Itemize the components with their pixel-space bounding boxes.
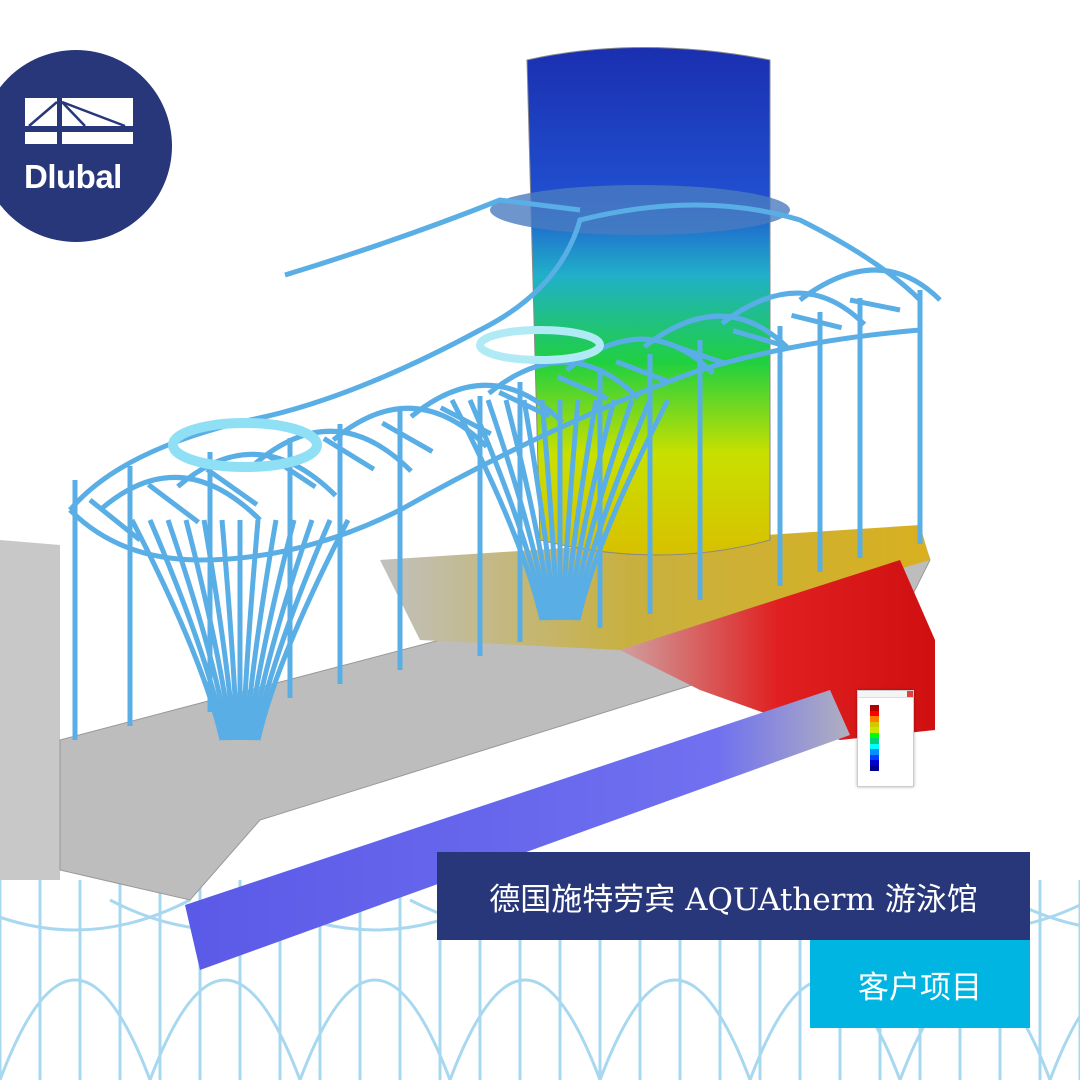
color-swatch bbox=[870, 721, 879, 727]
color-swatch bbox=[870, 727, 879, 733]
project-tag: 客户项目 bbox=[810, 940, 1030, 1028]
color-swatch bbox=[870, 732, 879, 738]
color-swatch bbox=[870, 765, 879, 771]
steel-member bbox=[615, 359, 668, 384]
steel-member bbox=[790, 312, 843, 331]
steel-member bbox=[183, 519, 234, 741]
color-swatch bbox=[870, 760, 879, 766]
steel-member bbox=[148, 978, 302, 1080]
steel-member bbox=[243, 519, 279, 741]
steel-member bbox=[521, 399, 557, 621]
color-swatch bbox=[870, 738, 879, 744]
steel-member bbox=[569, 399, 635, 621]
steel-member bbox=[503, 399, 554, 621]
steel-member bbox=[146, 482, 200, 525]
steel-member bbox=[129, 518, 225, 741]
title-text: 德国施特劳宾 AQUAtherm 游泳馆 bbox=[489, 881, 978, 918]
tower-cylinder bbox=[526, 47, 771, 556]
steel-member bbox=[560, 399, 581, 621]
red-slab bbox=[620, 560, 935, 740]
tag-text: 客户项目 bbox=[858, 969, 982, 1006]
skylight-ring bbox=[168, 418, 322, 472]
steel-member bbox=[642, 313, 791, 351]
color-swatch bbox=[870, 716, 879, 722]
steel-member bbox=[732, 328, 784, 348]
steel-member bbox=[485, 399, 551, 621]
steel-member bbox=[147, 519, 228, 741]
color-swatch bbox=[870, 754, 879, 760]
steel-member bbox=[68, 202, 923, 563]
color-swatch bbox=[870, 705, 879, 711]
steel-member bbox=[598, 978, 752, 1080]
steel-member bbox=[449, 398, 545, 621]
steel-member bbox=[298, 978, 452, 1080]
steel-member bbox=[249, 519, 315, 741]
steel-member bbox=[322, 436, 376, 472]
steel-lattice bbox=[68, 197, 942, 741]
steel-member bbox=[165, 519, 231, 741]
steel-member bbox=[381, 420, 434, 454]
steel-member bbox=[219, 519, 240, 741]
steel-member bbox=[253, 428, 413, 473]
logo-text: Dlubal bbox=[24, 158, 122, 195]
color-scale bbox=[870, 705, 879, 771]
color-swatch bbox=[870, 710, 879, 716]
steel-member bbox=[409, 382, 564, 424]
steel-member bbox=[98, 474, 262, 522]
steel-member bbox=[798, 267, 942, 303]
steel-member bbox=[1048, 1013, 1080, 1080]
skylight-ring bbox=[476, 326, 604, 364]
steel-member bbox=[566, 399, 617, 621]
steel-member bbox=[240, 519, 261, 741]
steel-member bbox=[252, 519, 333, 741]
edge-beam bbox=[185, 690, 850, 970]
steel-member bbox=[284, 197, 581, 278]
concrete-left bbox=[0, 540, 60, 880]
steel-member bbox=[720, 290, 867, 327]
dlubal-logo: Dlubal bbox=[0, 50, 172, 242]
steel-member bbox=[563, 399, 599, 621]
steel-member bbox=[246, 519, 297, 741]
close-icon bbox=[907, 691, 913, 697]
steel-member bbox=[176, 451, 338, 498]
steel-member bbox=[1009, 898, 1080, 927]
steel-member bbox=[0, 898, 191, 932]
bridge-icon bbox=[25, 98, 133, 146]
steel-member bbox=[0, 978, 152, 1080]
color-swatch bbox=[870, 743, 879, 749]
project-title: 德国施特劳宾 AQUAtherm 游泳馆 bbox=[437, 852, 1030, 940]
steel-member bbox=[205, 467, 259, 507]
steel-member bbox=[448, 978, 602, 1080]
steel-member bbox=[539, 399, 560, 621]
color-swatch bbox=[870, 749, 879, 755]
color-scale-panel bbox=[857, 690, 914, 787]
